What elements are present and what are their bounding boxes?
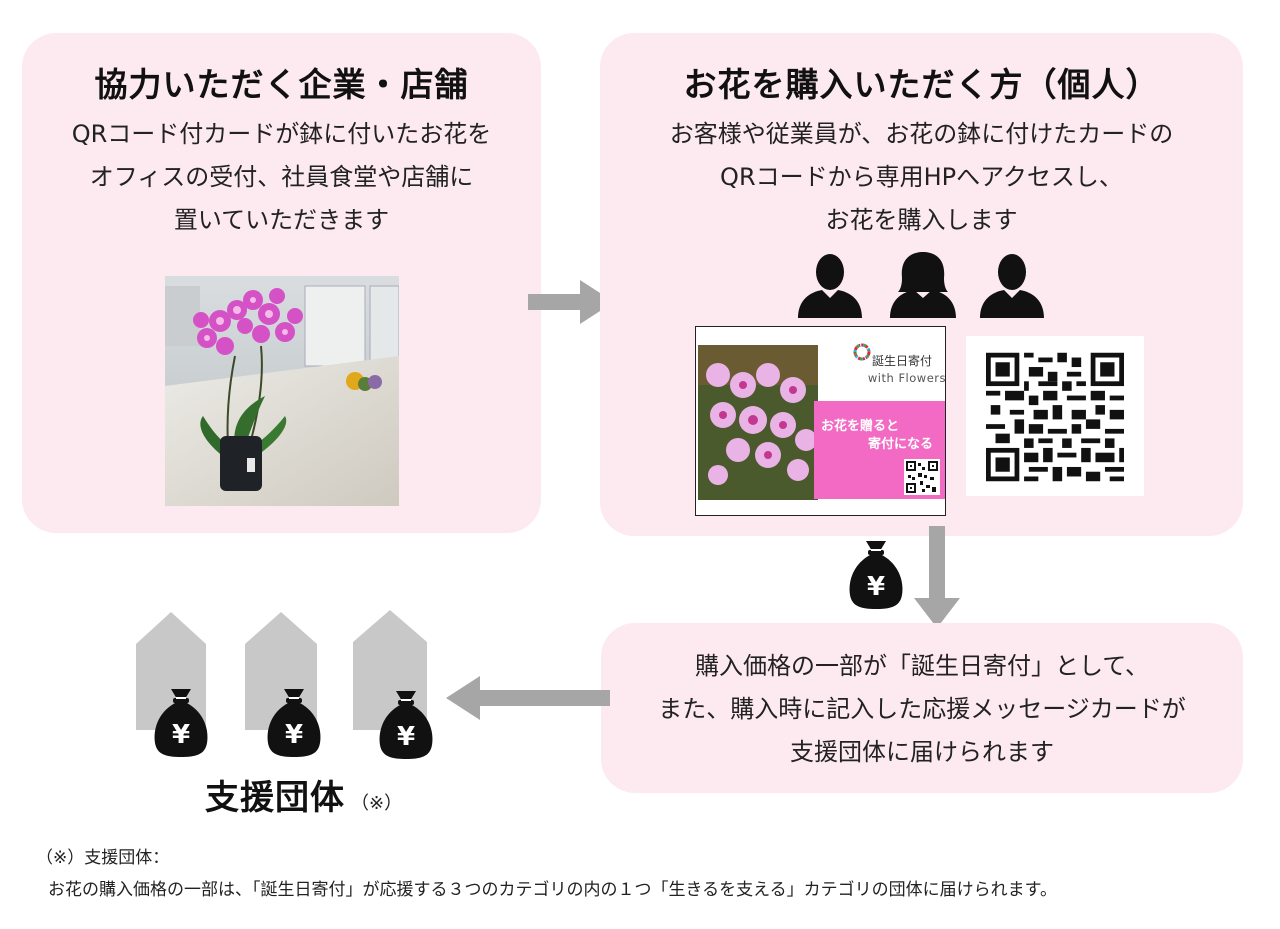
organizations-note-mark: （※） <box>351 793 403 814</box>
buyers-line-3: お花を購入します <box>825 206 1018 234</box>
organizations-caption: 支援団体 （※） <box>205 770 402 819</box>
svg-text:¥: ¥ <box>285 720 303 750</box>
result-line-3: 支援団体に届けられます <box>790 738 1054 766</box>
arrow-left-icon <box>446 676 610 720</box>
yen-money-bag-icon: ¥ <box>849 541 903 609</box>
arrow-down-icon <box>914 526 960 628</box>
partners-line-3: 置いていただきます <box>173 206 390 234</box>
partners-description: QRコード付カードが鉢に付いたお花を オフィスの受付、社員食堂や店舗に 置いてい… <box>22 113 541 242</box>
svg-text:¥: ¥ <box>397 722 415 752</box>
card-orchid-photo <box>698 345 818 500</box>
card-qr-code <box>904 459 940 495</box>
person-female-icon <box>890 252 956 318</box>
card-message-box: お花を贈ると 寄付になる <box>814 401 945 499</box>
partners-line-1: QRコード付カードが鉢に付いたお花を <box>71 120 492 148</box>
person-icon <box>980 254 1044 318</box>
buyers-line-2: QRコードから専用HPへアクセスし、 <box>720 163 1123 191</box>
yen-money-bag-icon: ¥ <box>154 689 208 757</box>
buyers-title: お花を購入いただく方（個人） <box>683 65 1160 104</box>
yen-money-bag-icon: ¥ <box>379 691 433 759</box>
organizations-label: 支援団体 <box>205 778 345 818</box>
result-description: 購入価格の一部が「誕生日寄付」として、 また、購入時に記入した応援メッセージカー… <box>601 645 1243 774</box>
card-message-line-1: お花を贈ると <box>821 419 900 434</box>
yen-money-bag-icon: ¥ <box>267 689 321 757</box>
card-subtitle: with Flowers <box>867 371 946 385</box>
qr-code <box>986 352 1124 482</box>
result-line-2: また、購入時に記入した応援メッセージカードが <box>658 695 1186 723</box>
footnote-text: お花の購入価格の一部は、「誕生日寄付」が応援する３つのカテゴリの内の１つ「生きる… <box>48 880 1057 900</box>
result-line-1: 購入価格の一部が「誕生日寄付」として、 <box>694 652 1150 680</box>
orchid-photo <box>165 276 399 506</box>
qr-code-panel <box>966 336 1144 496</box>
footnote-heading: （※）支援団体： <box>36 848 170 868</box>
buyers-line-1: お客様や従業員が、お花の鉢に付けたカードの <box>669 120 1174 148</box>
svg-text:¥: ¥ <box>867 572 885 602</box>
person-icon <box>798 254 862 318</box>
svg-text:¥: ¥ <box>172 720 190 750</box>
card-message-line-2: 寄付になる <box>868 437 934 452</box>
sdg-wheel-icon <box>853 343 871 361</box>
buyers-description: お客様や従業員が、お花の鉢に付けたカードの QRコードから専用HPへアクセスし、… <box>600 113 1243 242</box>
card-title: 誕生日寄付 <box>872 354 933 368</box>
arrow-right-icon <box>528 280 614 324</box>
result-panel: 購入価格の一部が「誕生日寄付」として、 また、購入時に記入した応援メッセージカー… <box>601 623 1243 793</box>
partners-line-2: オフィスの受付、社員食堂や店舗に <box>89 163 474 191</box>
partners-title: 協力いただく企業・店舗 <box>94 65 469 104</box>
